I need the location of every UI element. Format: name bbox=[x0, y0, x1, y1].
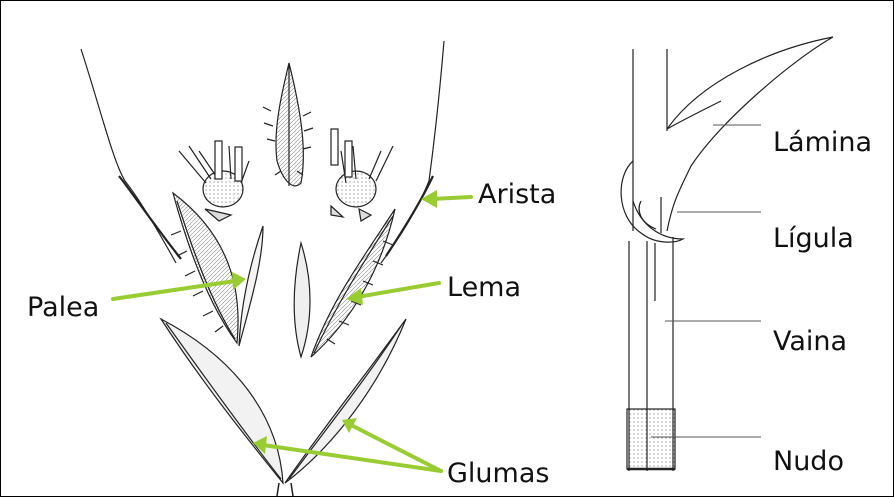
arrow-lema bbox=[357, 283, 439, 297]
nudo-shape bbox=[627, 409, 675, 469]
label-arista: Arista bbox=[478, 181, 556, 208]
stem-leader-lines bbox=[651, 125, 761, 437]
central-spike bbox=[263, 63, 313, 186]
ligula-shape bbox=[621, 161, 683, 242]
upper-culm bbox=[633, 49, 667, 231]
center-palea bbox=[294, 243, 310, 357]
right-floret bbox=[331, 129, 393, 221]
stem-drawing bbox=[621, 37, 833, 471]
label-glumas: Glumas bbox=[447, 460, 549, 487]
label-ligula: Lígula bbox=[773, 225, 854, 252]
label-arrows bbox=[113, 190, 471, 471]
label-palea: Palea bbox=[27, 294, 99, 321]
lema-right bbox=[311, 209, 395, 357]
spikelet-drawing bbox=[81, 41, 444, 496]
label-lema: Lema bbox=[447, 274, 521, 301]
label-lamina: Lámina bbox=[773, 129, 872, 156]
label-vaina: Vaina bbox=[773, 328, 847, 355]
left-awn bbox=[81, 49, 176, 263]
label-nudo: Nudo bbox=[773, 448, 844, 475]
glumas-drawing bbox=[161, 319, 406, 496]
